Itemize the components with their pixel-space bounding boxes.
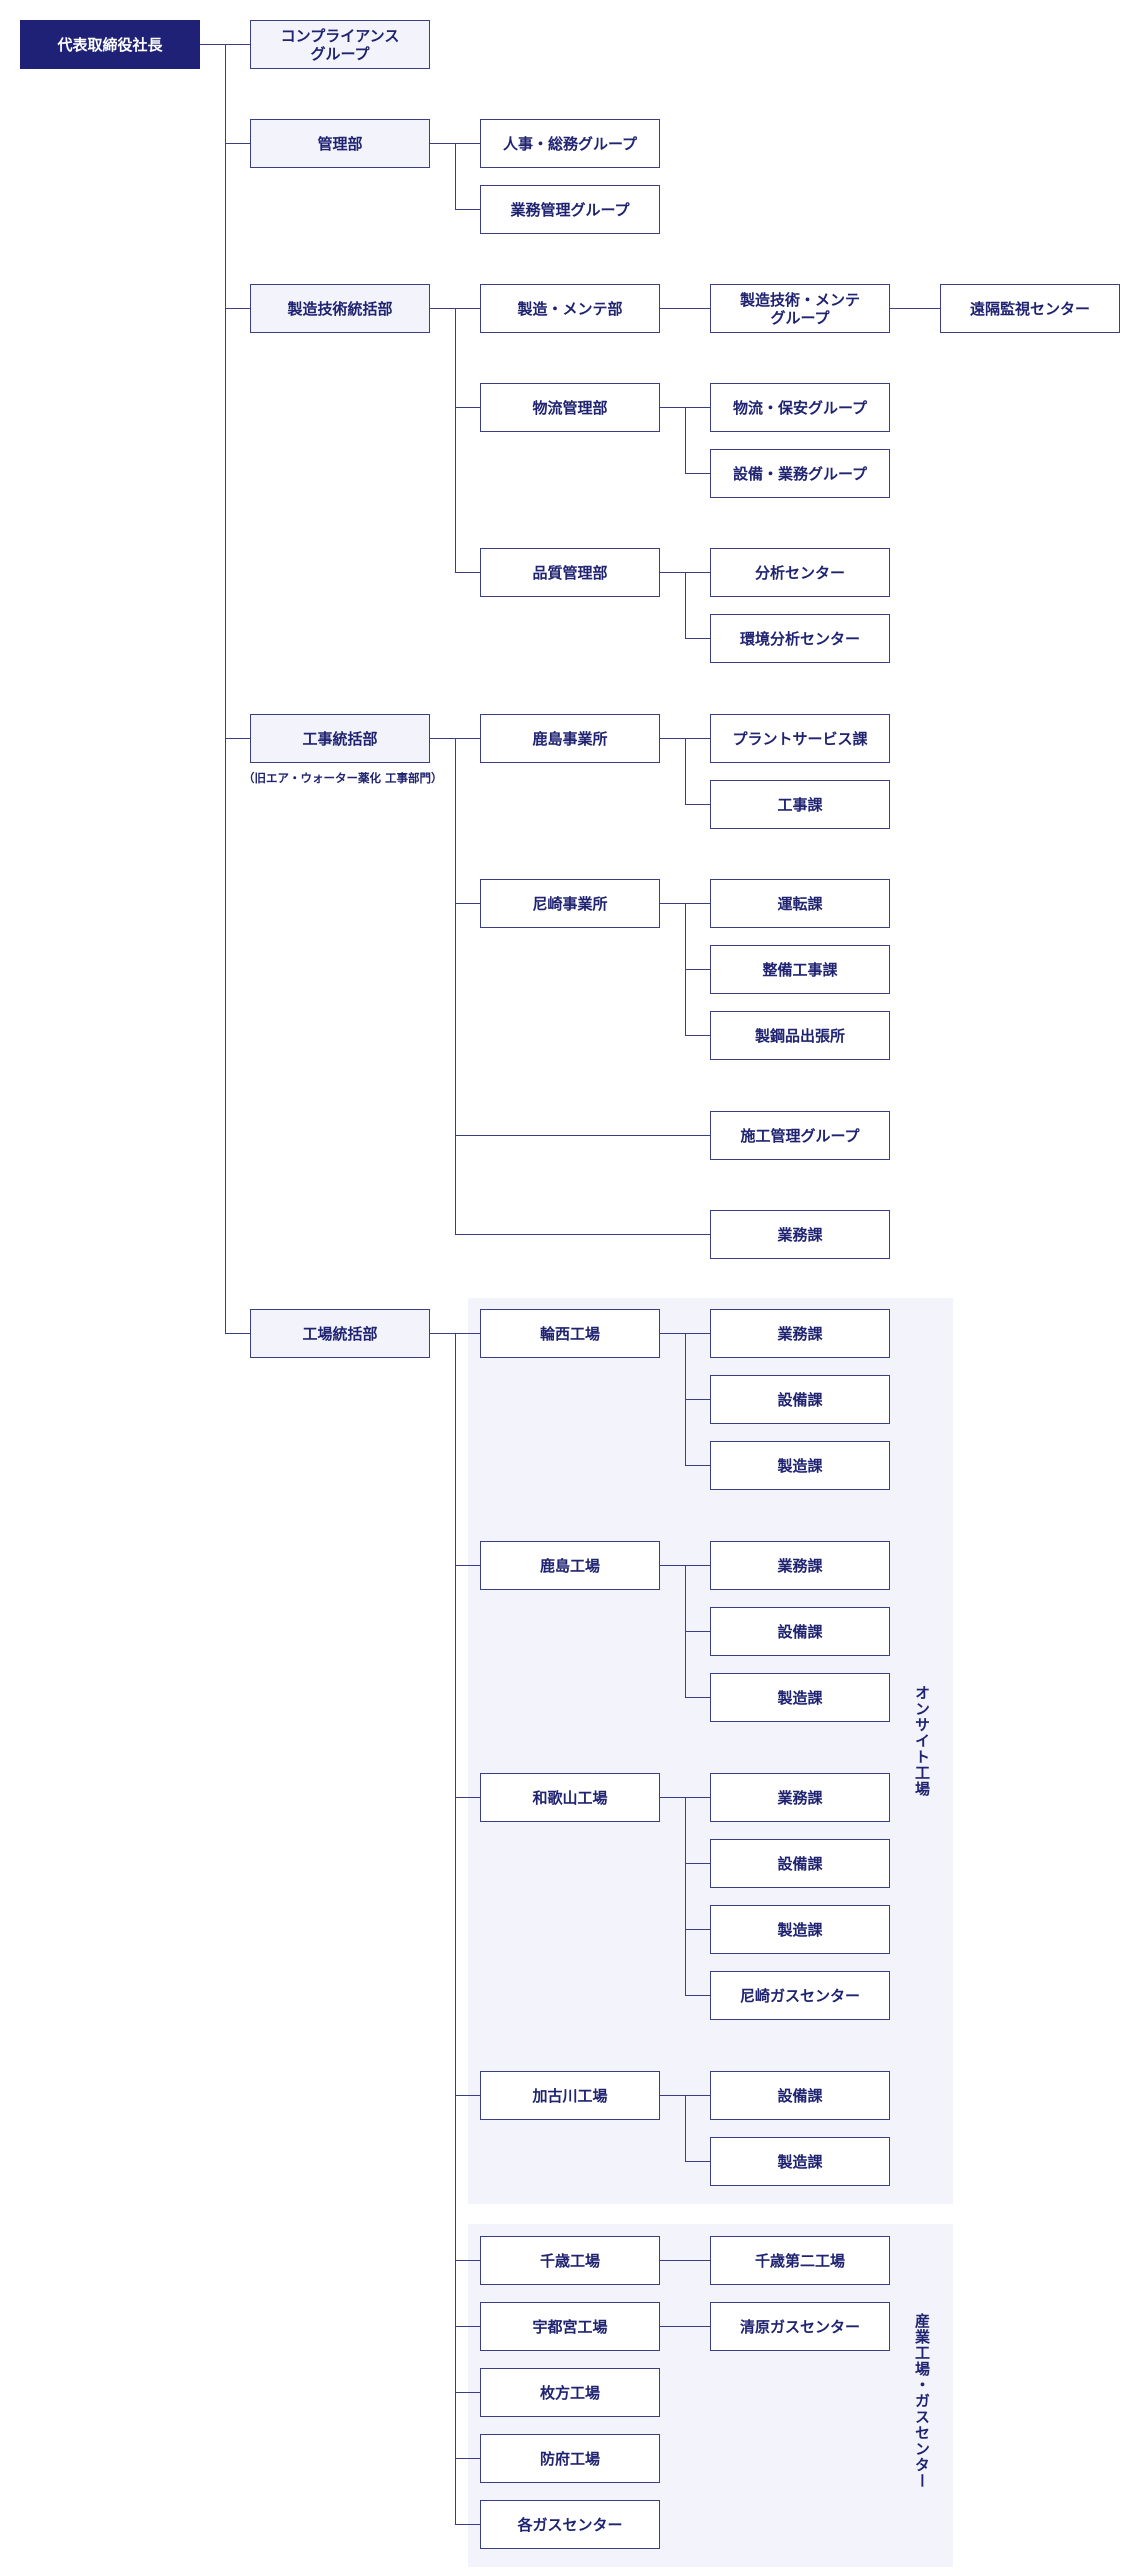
- connector-line: [455, 2260, 480, 2261]
- org-box-kanri: 管理部: [250, 119, 430, 168]
- org-box-amagasaki-gas: 尼崎ガスセンター: [710, 1971, 890, 2020]
- connector-line: [455, 572, 480, 573]
- connector-line: [660, 2326, 710, 2327]
- org-box-seiko-shutcho: 製鋼品出張所: [710, 1011, 890, 1060]
- connector-line: [685, 1631, 710, 1632]
- connector-line: [684, 2095, 686, 2162]
- onsite-factories-region: [468, 1298, 953, 2204]
- org-box-enkaku: 遠隔監視センター: [940, 284, 1120, 333]
- connector-line: [455, 2326, 480, 2327]
- org-box-gyomukanri: 業務管理グループ: [480, 185, 660, 234]
- org-box-chitose-daini: 千歳第二工場: [710, 2236, 890, 2285]
- org-box-compliance: コンプライアンス グループ: [250, 20, 430, 69]
- connector-line: [660, 308, 710, 309]
- org-box-kaku-gas: 各ガスセンター: [480, 2500, 660, 2549]
- org-box-wanishi-setsubi: 設備課: [710, 1375, 890, 1424]
- org-box-kashima-gyomu: 業務課: [710, 1541, 890, 1590]
- industrial-factories-label: 産業工場・ガスセンター: [913, 2313, 931, 2489]
- connector-line: [455, 903, 480, 904]
- connector-line: [685, 1995, 710, 1996]
- connector-line: [684, 572, 686, 639]
- connector-line: [225, 308, 250, 309]
- connector-line: [225, 1333, 250, 1334]
- org-box-jinji: 人事・総務グループ: [480, 119, 660, 168]
- koji-note: （旧エア・ウォーター薬化 工事部門）: [243, 771, 443, 785]
- connector-line: [685, 2161, 710, 2162]
- org-box-untenka: 運転課: [710, 879, 890, 928]
- org-box-koji-tokatsu: 工事統括部: [250, 714, 430, 763]
- org-box-kashima-setsubi: 設備課: [710, 1607, 890, 1656]
- connector-line: [455, 2524, 480, 2525]
- org-box-root: 代表取締役社長: [20, 20, 200, 69]
- connector-line: [455, 1565, 480, 1566]
- connector-line: [685, 1697, 710, 1698]
- connector-line: [660, 2260, 710, 2261]
- org-box-hirakata: 枚方工場: [480, 2368, 660, 2417]
- connector-line: [685, 1929, 710, 1930]
- connector-line: [685, 1465, 710, 1466]
- org-box-seibi-koji: 整備工事課: [710, 945, 890, 994]
- connector-line: [685, 1035, 710, 1036]
- connector-line: [685, 1399, 710, 1400]
- org-box-wakayama-gyomu: 業務課: [710, 1773, 890, 1822]
- org-box-seko-kanri: 施工管理グループ: [710, 1111, 890, 1160]
- org-box-wanishi-gyomu: 業務課: [710, 1309, 890, 1358]
- org-box-butsuryu-hoan: 物流・保安グループ: [710, 383, 890, 432]
- connector-line: [455, 1135, 710, 1136]
- org-box-utsunomiya: 宇都宮工場: [480, 2302, 660, 2351]
- org-box-kashima-seizo: 製造課: [710, 1673, 890, 1722]
- org-box-kakogawa: 加古川工場: [480, 2071, 660, 2120]
- connector-line: [684, 738, 686, 805]
- org-box-kiyohara-gas: 清原ガスセンター: [710, 2302, 890, 2351]
- org-box-wakayama-seizo: 製造課: [710, 1905, 890, 1954]
- connector-line: [454, 1333, 456, 2525]
- connector-line: [455, 209, 480, 210]
- org-box-hofu: 防府工場: [480, 2434, 660, 2483]
- connector-line: [455, 1797, 480, 1798]
- connector-line: [685, 969, 710, 970]
- org-box-plant-service: プラントサービス課: [710, 714, 890, 763]
- org-box-chitose: 千歳工場: [480, 2236, 660, 2285]
- org-box-kakogawa-seizo: 製造課: [710, 2137, 890, 2186]
- connector-line: [455, 1234, 710, 1235]
- connector-line: [454, 143, 456, 210]
- org-box-kojika: 工事課: [710, 780, 890, 829]
- connector-line: [225, 143, 250, 144]
- connector-line: [685, 1863, 710, 1864]
- org-box-setsubi-gyomu-g: 設備・業務グループ: [710, 449, 890, 498]
- connector-line: [455, 2095, 480, 2096]
- org-box-kankyo-bunseki: 環境分析センター: [710, 614, 890, 663]
- connector-line: [455, 2392, 480, 2393]
- org-box-wanishi: 輪西工場: [480, 1309, 660, 1358]
- connector-line: [455, 2458, 480, 2459]
- connector-line: [225, 738, 250, 739]
- org-box-amagasaki-jigyo: 尼崎事業所: [480, 879, 660, 928]
- org-box-butsuryu-kanri: 物流管理部: [480, 383, 660, 432]
- org-box-seizo-mente: 製造・メンテ部: [480, 284, 660, 333]
- org-box-kojo-tokatsu: 工場統括部: [250, 1309, 430, 1358]
- org-box-wanishi-seizo: 製造課: [710, 1441, 890, 1490]
- org-box-seizogijutsu-mente-g: 製造技術・メンテ グループ: [710, 284, 890, 333]
- connector-line: [685, 473, 710, 474]
- org-box-wakayama-setsubi: 設備課: [710, 1839, 890, 1888]
- connector-line: [684, 1797, 686, 1996]
- connector-line: [685, 804, 710, 805]
- org-box-gyomuka-koji: 業務課: [710, 1210, 890, 1259]
- org-box-kashima-kojo: 鹿島工場: [480, 1541, 660, 1590]
- org-box-kakogawa-setsubi: 設備課: [710, 2071, 890, 2120]
- connector-line: [224, 44, 226, 1334]
- onsite-factories-label: オンサイト工場: [913, 1685, 931, 1797]
- connector-line: [454, 738, 456, 1235]
- connector-line: [455, 407, 480, 408]
- connector-line: [890, 308, 940, 309]
- org-box-hinshitsu: 品質管理部: [480, 548, 660, 597]
- connector-line: [454, 308, 456, 573]
- connector-line: [685, 638, 710, 639]
- org-box-wakayama: 和歌山工場: [480, 1773, 660, 1822]
- org-box-kashima-jigyo: 鹿島事業所: [480, 714, 660, 763]
- org-box-bunseki: 分析センター: [710, 548, 890, 597]
- org-box-seizogijutsu: 製造技術統括部: [250, 284, 430, 333]
- connector-line: [684, 407, 686, 474]
